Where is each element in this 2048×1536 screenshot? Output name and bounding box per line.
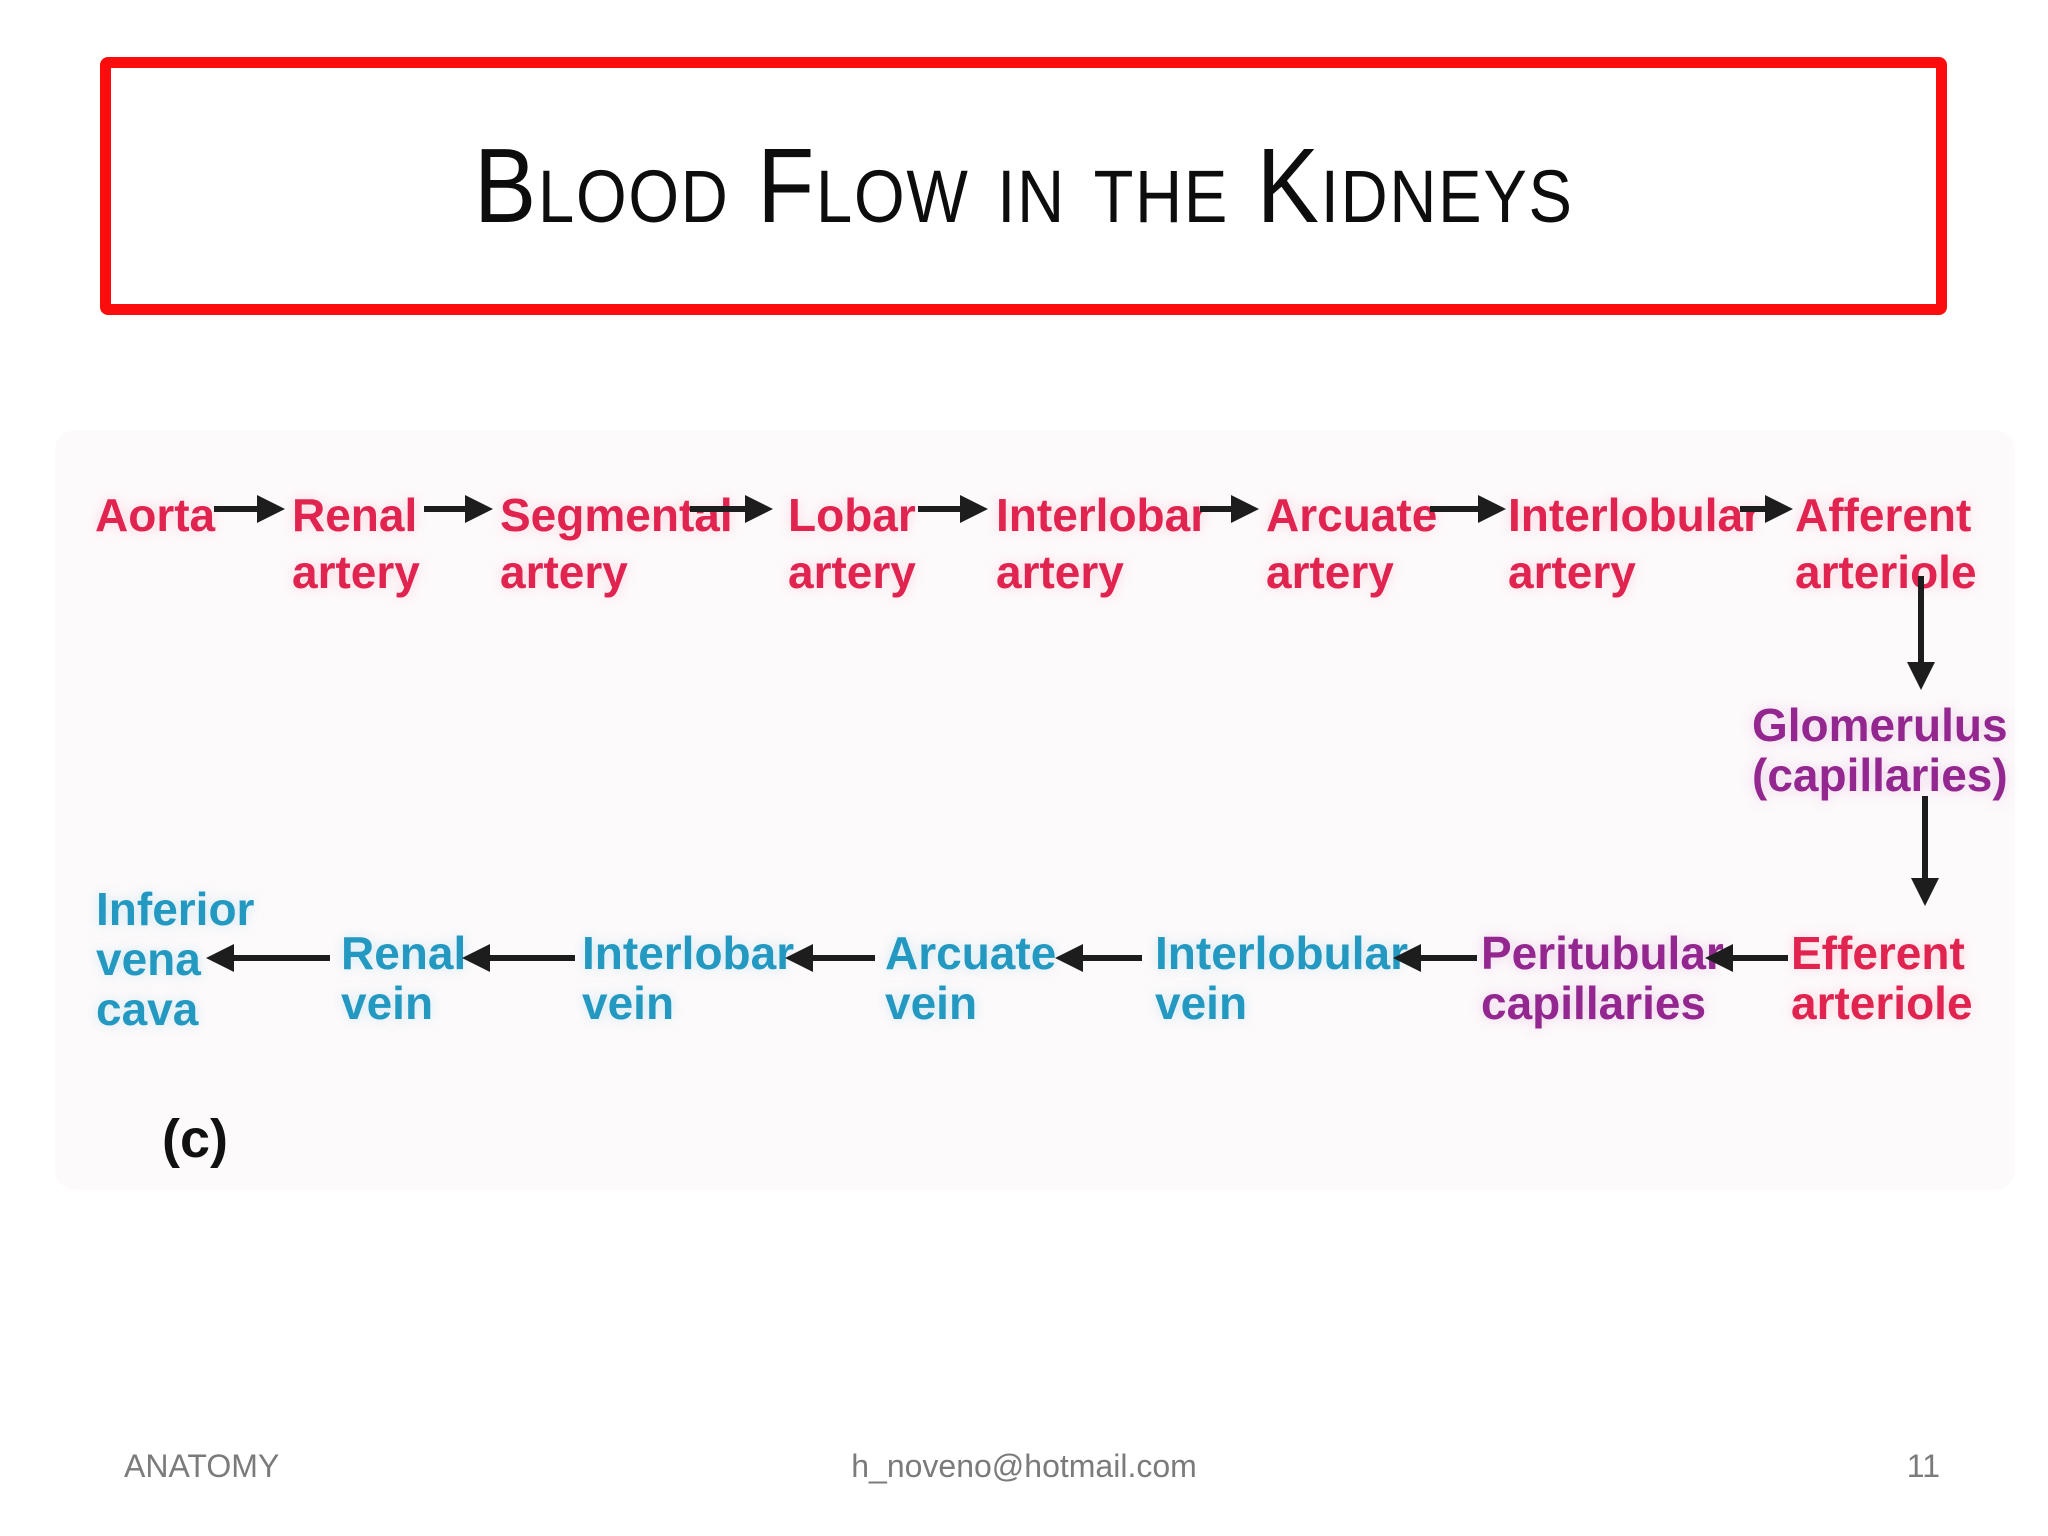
flow-arrow-right-icon xyxy=(1430,495,1506,523)
flow-arrow-right-icon xyxy=(1200,495,1259,523)
flow-arrow-down-icon xyxy=(1907,576,1935,690)
slide-title: Blood Flow in the Kidneys xyxy=(473,126,1574,245)
node-efferent-arteriole: Efferent arteriole xyxy=(1791,927,1973,1029)
footer-course-name: ANATOMY xyxy=(124,1448,280,1484)
node-glomerulus: Glomerulus (capillaries) xyxy=(1752,699,2008,801)
node-inferior-vena-cava: Inferior vena cava xyxy=(96,883,255,1035)
node-aorta: Aorta xyxy=(95,489,216,541)
flow-arrow-left-icon xyxy=(785,944,875,972)
node-peritubular-capillaries: Peritubular capillaries xyxy=(1481,927,1724,1029)
flow-arrow-left-icon xyxy=(206,944,330,972)
flow-arrow-left-icon xyxy=(1393,944,1477,972)
slide-footer: ANATOMY h_noveno@hotmail.com 11 xyxy=(0,1448,2048,1498)
node-arcuate-vein: Arcuate vein xyxy=(885,927,1057,1029)
flow-arrow-left-icon xyxy=(1705,944,1788,972)
title-box: Blood Flow in the Kidneys xyxy=(100,57,1947,315)
node-interlobular-vein: Interlobular vein xyxy=(1155,927,1409,1029)
node-renal-artery: Renal artery xyxy=(292,489,420,598)
flow-arrow-left-icon xyxy=(462,944,575,972)
node-interlobar-artery: Interlobar artery xyxy=(996,489,1209,598)
figure-label: (c) xyxy=(162,1109,228,1169)
flow-arrow-left-icon xyxy=(1055,944,1142,972)
flow-arrow-right-icon xyxy=(214,495,285,523)
node-lobar-artery: Lobar artery xyxy=(788,489,916,598)
flow-arrow-down-icon xyxy=(1911,796,1939,906)
flow-arrow-right-icon xyxy=(918,495,988,523)
scanned-figure-background xyxy=(55,430,2015,1190)
footer-email: h_noveno@hotmail.com xyxy=(851,1448,1197,1484)
node-interlobular-artery: Interlobular artery xyxy=(1508,489,1762,598)
node-interlobar-vein: Interlobar vein xyxy=(582,927,795,1029)
flow-arrow-right-icon xyxy=(1740,495,1793,523)
node-arcuate-artery: Arcuate artery xyxy=(1266,489,1438,598)
flow-arrow-right-icon xyxy=(690,495,773,523)
footer-page-number: 11 xyxy=(1906,1448,1940,1484)
node-segmental-artery: Segmental artery xyxy=(500,489,733,598)
node-afferent-arteriole: Afferent arteriole xyxy=(1795,489,1977,598)
node-renal-vein: Renal vein xyxy=(341,927,467,1029)
flow-arrow-right-icon xyxy=(424,495,493,523)
